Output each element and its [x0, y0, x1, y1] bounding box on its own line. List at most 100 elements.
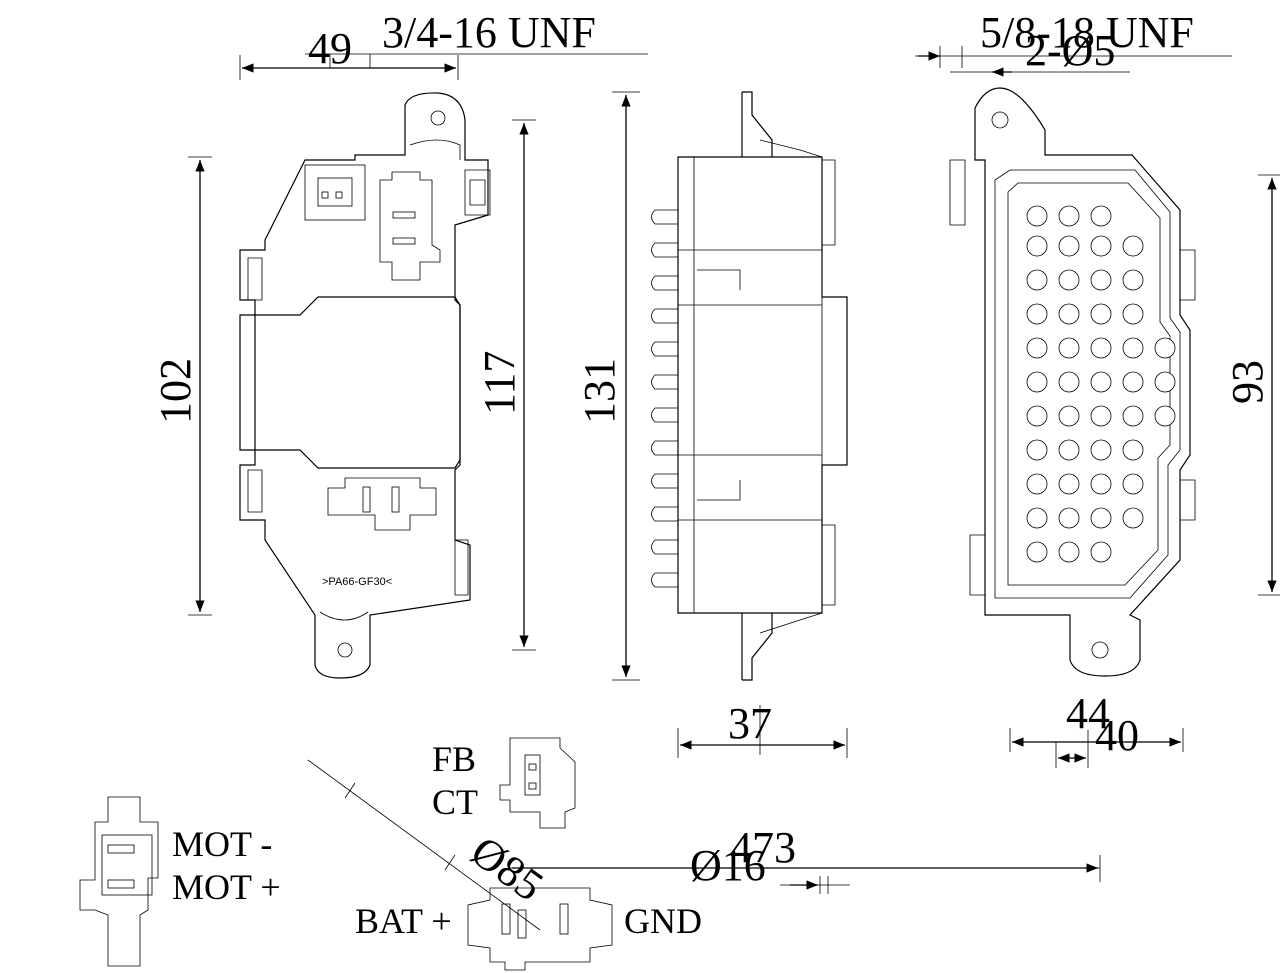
power-connector	[467, 887, 613, 971]
rear-pin	[1058, 235, 1080, 257]
dim-40: 40	[1095, 711, 1139, 760]
dim-d16: Ø16	[690, 841, 766, 890]
side-pin	[651, 473, 678, 489]
dim-117: 117	[475, 351, 524, 415]
mounting-hole	[337, 642, 353, 658]
dim-d85: Ø85	[462, 826, 552, 910]
front-view: >PA66-GF30<	[239, 92, 491, 679]
rear-pin	[1058, 205, 1080, 227]
dim-37: 37	[728, 699, 772, 748]
dimension-lines	[188, 46, 1280, 931]
rear-pin	[1090, 205, 1112, 227]
side-pin	[651, 275, 678, 291]
rear-pin	[1122, 507, 1144, 529]
rear-pin	[1058, 269, 1080, 291]
rear-pin	[1058, 371, 1080, 393]
rear-pin	[1122, 337, 1144, 359]
rear-pin	[1058, 507, 1080, 529]
dim-44: 44	[1066, 689, 1110, 738]
connector-housing	[304, 164, 366, 221]
fb-ct-connector	[499, 737, 576, 829]
rear-view	[949, 87, 1196, 677]
label-fb: FB	[432, 739, 476, 779]
dim-102: 102	[151, 358, 200, 424]
rear-pin	[1122, 371, 1144, 393]
dim-thread-3-4-16-unf: 3/4-16 UNF	[382, 8, 596, 57]
rear-pin	[1090, 541, 1112, 563]
side-view-body	[677, 156, 848, 614]
side-pin	[651, 539, 678, 555]
rear-pin	[1122, 235, 1144, 257]
rear-pin	[1090, 405, 1112, 427]
rear-pin	[1090, 439, 1112, 461]
rear-pin	[1026, 337, 1048, 359]
front-view-outline	[239, 92, 489, 679]
rear-pin	[1026, 303, 1048, 325]
rear-pin	[1026, 205, 1048, 227]
rear-pin	[1122, 303, 1144, 325]
label-ct: CT	[432, 782, 478, 822]
rear-pin	[1122, 439, 1144, 461]
label-mot-minus: MOT -	[172, 824, 272, 864]
mounting-hole	[1091, 641, 1109, 659]
rear-pin	[1090, 473, 1112, 495]
dim-131: 131	[575, 358, 624, 424]
side-pin	[651, 572, 678, 588]
side-pin	[651, 242, 678, 258]
dim-93: 93	[1223, 360, 1272, 404]
rear-pin	[1026, 541, 1048, 563]
connector-housing	[327, 477, 437, 531]
dim-49: 49	[308, 24, 352, 73]
dim-473: 473	[730, 823, 796, 872]
connector-socket	[317, 177, 353, 207]
side-pin	[651, 308, 678, 324]
side-pin	[651, 440, 678, 456]
mounting-hole	[991, 111, 1009, 129]
rear-pin	[1090, 269, 1112, 291]
side-pin	[651, 506, 678, 522]
rear-pin	[1058, 541, 1080, 563]
label-bat-plus: BAT +	[355, 901, 452, 941]
connector-housing	[379, 171, 441, 281]
rear-pin	[1026, 235, 1048, 257]
pin-labels: FB CT MOT - MOT + BAT + GND	[172, 739, 702, 941]
motor-connector	[79, 796, 159, 967]
dimension-texts: 49 3/4-16 UNF 5/8-18 UNF 2-Ø5 102 117 13…	[151, 8, 1272, 911]
rear-pin	[1122, 473, 1144, 495]
rear-pin	[1026, 439, 1048, 461]
side-view	[651, 91, 848, 681]
rear-pin	[1090, 337, 1112, 359]
dim-thread-5-8-18-unf: 5/8-18 UNF	[980, 8, 1194, 57]
material-marking: >PA66-GF30<	[322, 576, 392, 588]
rear-pin	[1090, 235, 1112, 257]
pinout-connectors	[79, 737, 613, 971]
rear-pin	[1122, 269, 1144, 291]
label-mot-plus: MOT +	[172, 867, 281, 907]
rear-pin	[1026, 269, 1048, 291]
rear-pin	[1090, 371, 1112, 393]
rear-pin	[1122, 405, 1144, 427]
mounting-hole	[430, 110, 446, 126]
dim-holes-2-d5: 2-Ø5	[1025, 26, 1115, 75]
side-view-flange	[741, 91, 773, 681]
rear-view-pin-grid	[1026, 205, 1176, 563]
side-view-pins	[651, 209, 678, 588]
rear-pin	[1026, 405, 1048, 427]
heat-sink	[239, 296, 461, 469]
rear-pin	[1026, 371, 1048, 393]
rear-pin	[1058, 303, 1080, 325]
rear-pin	[1154, 371, 1176, 393]
rear-view-outline	[974, 87, 1191, 677]
side-pin	[651, 374, 678, 390]
rear-pin	[1058, 337, 1080, 359]
rear-pin	[1026, 507, 1048, 529]
side-pin	[651, 209, 678, 225]
label-gnd: GND	[624, 901, 702, 941]
side-pin	[651, 407, 678, 423]
rear-pin	[1058, 473, 1080, 495]
rear-pin	[1154, 337, 1176, 359]
rear-pin	[1058, 439, 1080, 461]
side-pin	[651, 341, 678, 357]
rear-pin	[1058, 405, 1080, 427]
